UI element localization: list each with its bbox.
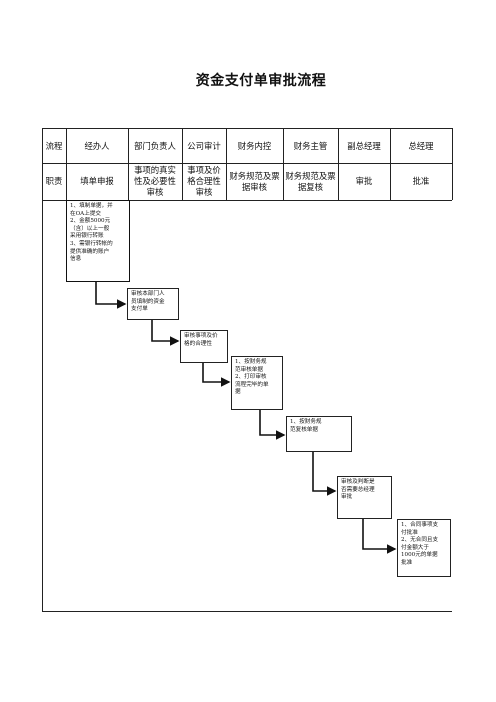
duty-finance-control: 财务规范及票据审核	[229, 170, 280, 192]
connector-3	[202, 363, 231, 387]
column-header-finance-control: 财务内控	[237, 140, 272, 151]
connector-2	[151, 320, 180, 346]
connector-5	[312, 452, 337, 496]
duty-handler: 填单申报	[80, 176, 114, 186]
duty-audit: 事项及价格合理性审核	[187, 165, 221, 197]
row-label-duty: 职责	[45, 176, 63, 186]
column-header-handler: 经办人	[84, 140, 110, 151]
column-header-deputy-gm: 副总经理	[347, 140, 381, 151]
duty-deputy-gm: 审批	[355, 176, 373, 186]
connector-1	[95, 282, 127, 309]
step-box-handler: 1、填制单据，并 在OA上提交 2、金额5000元 （含）以上一般 采用银行转账…	[66, 200, 130, 282]
step-box-dept-head: 审核本部门人 员填制的资金 支付单	[127, 288, 179, 320]
step-box-finance-control: 1、按财务规 范审核单据 2、打印审核 流程完毕的单 据	[231, 356, 283, 410]
connector-6	[362, 519, 397, 554]
step-box-deputy-gm: 审核及判断是 否需要总经理 审批	[337, 476, 392, 519]
connector-4	[259, 410, 286, 440]
page-title: 资金支付单审批流程	[195, 73, 327, 89]
duty-dept-head: 事项的真实性及必要性审核	[134, 165, 176, 197]
column-header-dept-head: 部门负责人	[134, 140, 176, 151]
duty-finance-manager: 财务规范及票据复核	[285, 170, 336, 192]
row-label-process: 流程	[45, 140, 63, 151]
step-box-gm: 1、合同事项支 付批准 2、无合同且支 付金额大于 1000元的单据 批准	[397, 519, 451, 577]
step-box-audit: 审核事项及价 格的合理性	[180, 330, 228, 363]
duty-gm: 批准	[412, 176, 430, 186]
column-header-gm: 总经理	[408, 140, 434, 151]
step-box-finance-manager: 1、按财务规 范复核单据	[286, 416, 352, 452]
column-header-finance-manager: 财务主管	[293, 140, 328, 151]
column-header-audit: 公司审计	[187, 140, 221, 151]
